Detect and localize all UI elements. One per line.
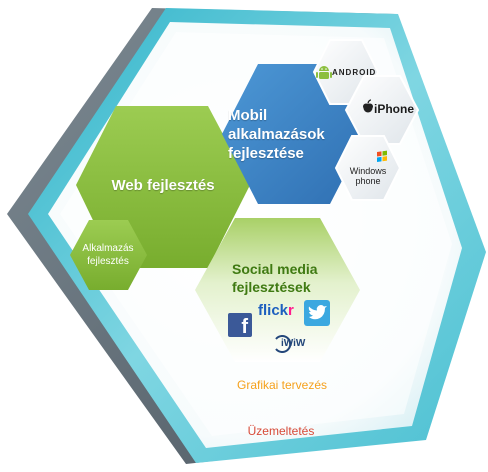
app-label-line-2: fejlesztés — [87, 256, 129, 267]
apple-icon — [363, 99, 373, 113]
windows-label-line-2: phone — [355, 176, 381, 186]
android-label: ANDROID — [332, 68, 377, 77]
social-media-label: Social media fejlesztések — [232, 260, 342, 296]
app-label-line-1: Alkalmazás — [82, 243, 134, 254]
flickr-logo: flickr — [258, 302, 302, 319]
facebook-letter: f — [241, 316, 248, 338]
windows-flag-icon — [377, 150, 387, 162]
iwiw-logo: iWiW — [281, 338, 306, 349]
windows-phone-label: Windows phone — [340, 166, 396, 186]
social-label-line-2: fejlesztések — [232, 279, 311, 295]
iphone-hexagon — [344, 75, 420, 145]
app-hexagon — [70, 220, 147, 290]
mobile-development-label: Mobil alkalmazások fejlesztése — [228, 106, 334, 163]
social-label-line-1: Social media — [232, 261, 318, 277]
flickr-logo-main: flick — [258, 302, 289, 319]
android-icon — [316, 66, 332, 79]
twitter-bird-icon — [304, 300, 330, 326]
mobile-label-line-3: fejlesztése — [228, 145, 304, 162]
mobile-label-line-1: Mobil — [228, 107, 268, 124]
graphic-design-label: Grafikai tervezés — [236, 378, 328, 392]
iwiw-icon — [275, 335, 292, 353]
iphone-label: iPhone — [374, 102, 415, 116]
web-development-label: Web fejlesztés — [111, 177, 215, 194]
app-development-label: Alkalmazás fejlesztés — [72, 242, 144, 268]
facebook-icon — [228, 313, 252, 337]
mobile-label-line-2: alkalmazások — [228, 126, 325, 143]
windows-label-line-1: Windows — [349, 166, 387, 176]
operations-label: Üzemeltetés — [247, 424, 315, 438]
flickr-logo-accent: r — [288, 302, 294, 319]
